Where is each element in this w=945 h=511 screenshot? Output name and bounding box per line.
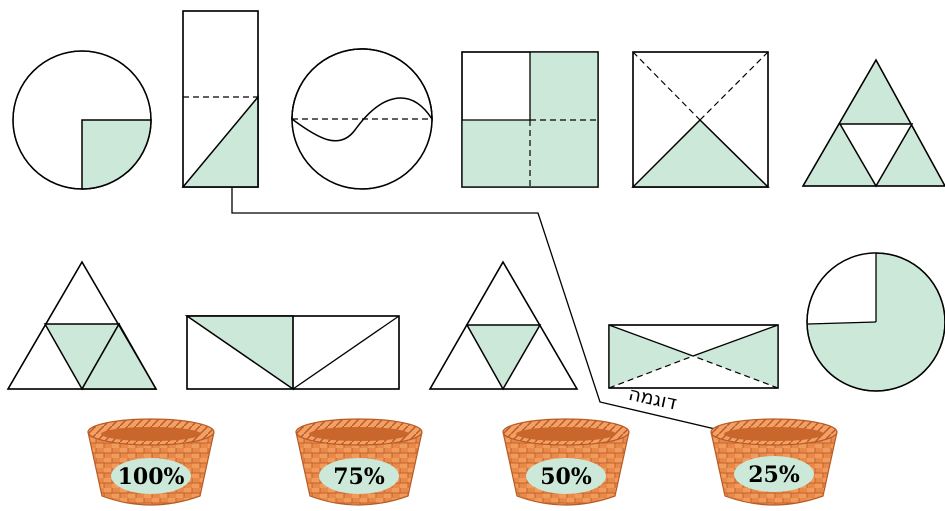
triangle-center-shape bbox=[428, 260, 579, 391]
triangle-three-quarters-shape bbox=[801, 58, 945, 188]
circle-quarter-shape bbox=[12, 50, 152, 190]
basket-label-oval bbox=[319, 458, 399, 494]
square-three-quarters-shape bbox=[461, 51, 599, 188]
basket-label-oval bbox=[526, 458, 606, 494]
basket-75[interactable]: 75% bbox=[295, 418, 423, 506]
rectangle-triangle-shape bbox=[181, 10, 259, 188]
basket-label: 50% bbox=[540, 464, 592, 490]
square-diagonals-shape bbox=[631, 51, 770, 188]
basket-label: 75% bbox=[333, 464, 385, 490]
rectangle-diagonals-shape bbox=[608, 324, 779, 389]
example-connector-line bbox=[231, 187, 746, 437]
circle-three-quarters-shape bbox=[806, 252, 945, 392]
basket-label-oval bbox=[111, 458, 191, 494]
circle-wave-shape bbox=[291, 48, 433, 190]
triangle-half-shape bbox=[6, 260, 158, 391]
basket-label: 25% bbox=[748, 462, 800, 488]
basket-25[interactable]: 25% bbox=[710, 418, 838, 506]
basket-50[interactable]: 50% bbox=[502, 418, 630, 506]
basket-label-oval bbox=[734, 456, 814, 492]
basket-100[interactable]: 100% bbox=[87, 418, 215, 506]
rectangle-triangles-shape bbox=[184, 315, 400, 391]
basket-label: 100% bbox=[118, 464, 185, 490]
